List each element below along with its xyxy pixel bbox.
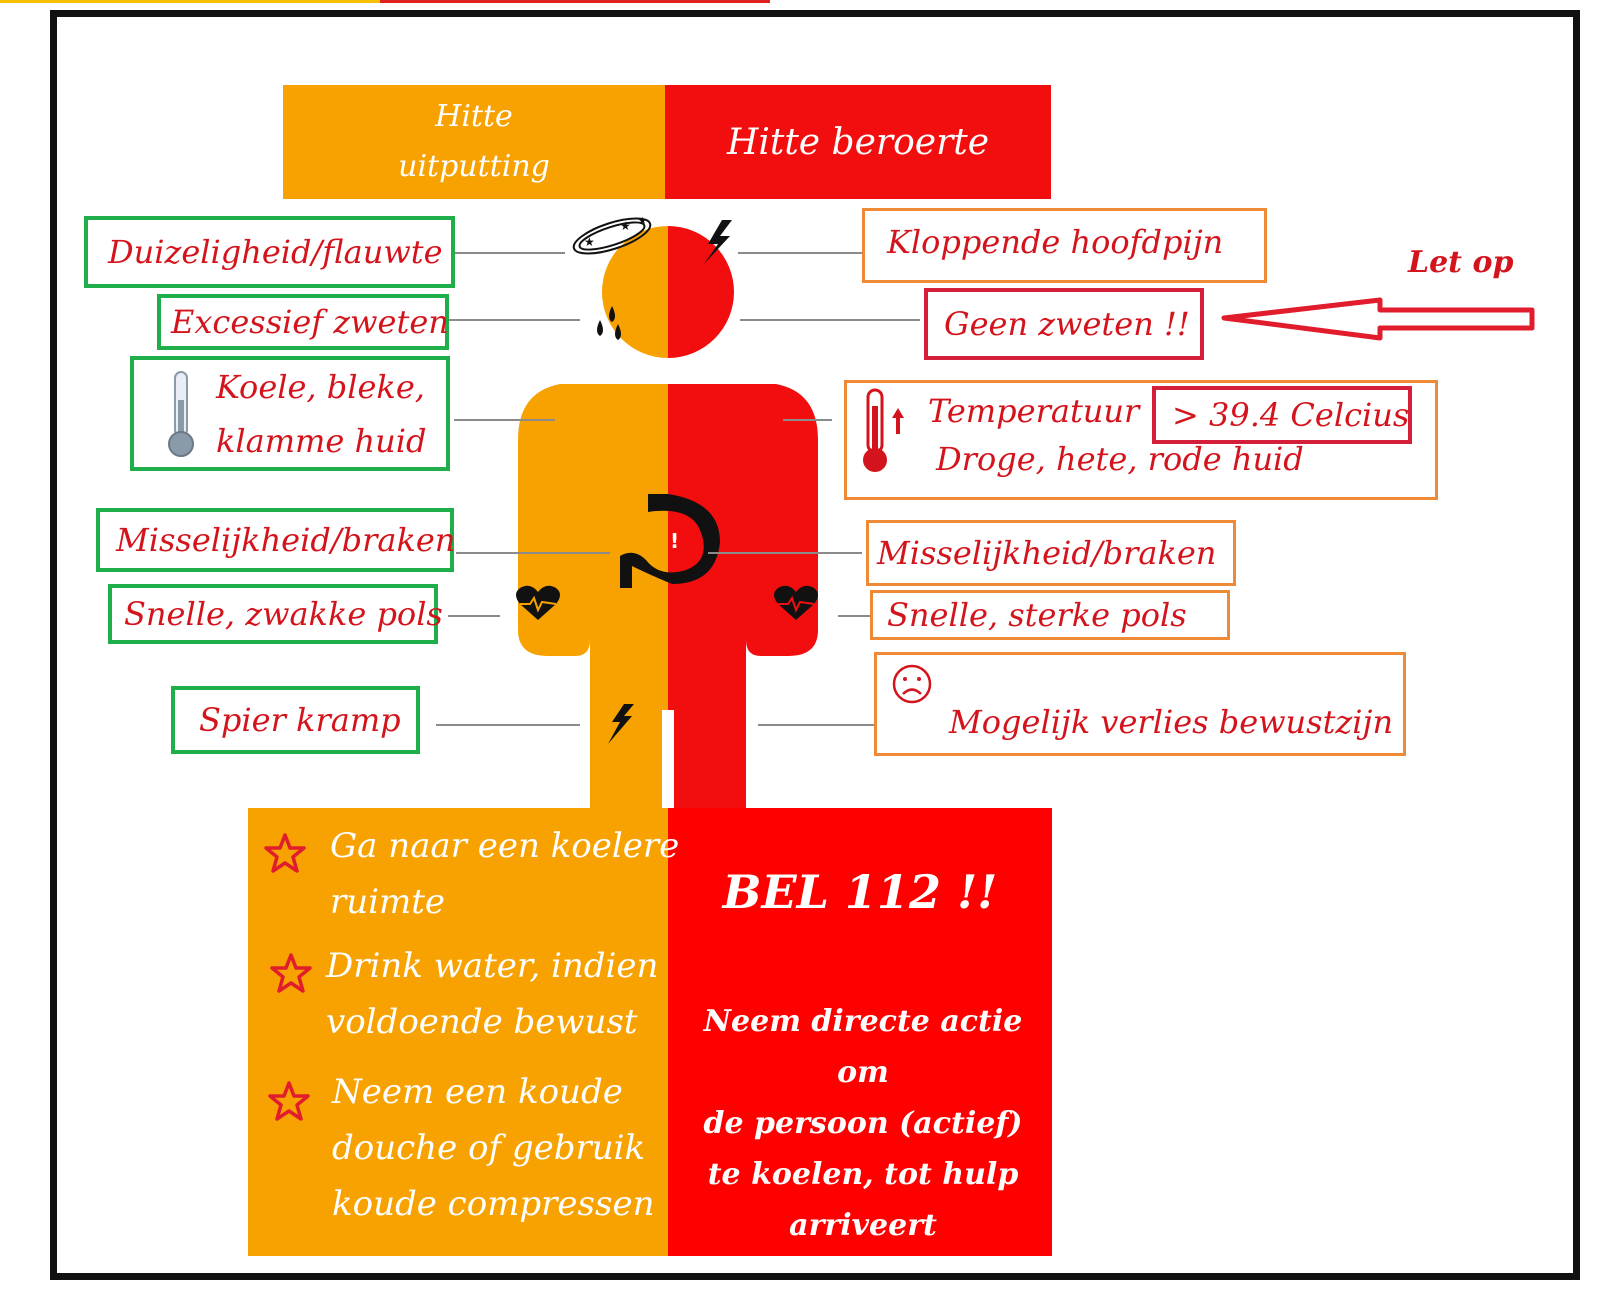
symptom-no-sweating-text: Geen zweten !! bbox=[944, 305, 1190, 343]
symptom-excessive-sweating: Excessief zweten bbox=[157, 294, 449, 350]
symptom-nausea-right: Misselijkheid/braken bbox=[866, 520, 1236, 586]
symptom-weak-pulse: Snelle, zwakke pols bbox=[108, 584, 443, 644]
arrow-icon bbox=[1221, 297, 1535, 341]
symptom-strong-pulse: Snelle, sterke pols bbox=[870, 590, 1230, 640]
symptom-consciousness: Mogelijk verlies bewustzijn bbox=[874, 652, 1406, 756]
heat-stroke-action-line1: Neem directe actie om bbox=[703, 1004, 1023, 1090]
symptom-no-sweating: Geen zweten !! bbox=[924, 288, 1204, 360]
symptom-headache-text: Kloppende hoofdpijn bbox=[887, 223, 1224, 261]
heart-pulse-icon-right bbox=[774, 585, 818, 620]
header-heat-exhaustion: Hitte uitputting bbox=[283, 85, 665, 199]
header-left-line1: Hitte bbox=[435, 99, 513, 134]
symptom-nausea-left: Misselijkheid/braken bbox=[96, 508, 456, 572]
leg-gap bbox=[662, 710, 674, 810]
action-1-line1: Ga naar een koelere bbox=[330, 826, 680, 866]
heat-stroke-action-line4: arriveert bbox=[789, 1208, 937, 1243]
temperature-value: > 39.4 Celcius bbox=[1172, 396, 1410, 434]
temperature-label: Temperatuur bbox=[928, 392, 1140, 430]
symptom-strong-pulse-text: Snelle, sterke pols bbox=[887, 596, 1187, 634]
sweat-drops-icon bbox=[597, 306, 621, 340]
header-left-line2: uitputting bbox=[398, 149, 550, 184]
svg-text:★: ★ bbox=[584, 235, 595, 249]
action-3-line2: douche of gebruik bbox=[332, 1128, 646, 1168]
symptom-skin-line2: klamme huid bbox=[216, 421, 427, 460]
figure-left-half bbox=[518, 226, 668, 808]
heat-stroke-action-line3: te koelen, tot hulp bbox=[707, 1157, 1019, 1192]
action-3-line1: Neem een koude bbox=[332, 1072, 623, 1112]
action-1-line2: ruimte bbox=[330, 882, 446, 922]
header-heat-stroke: Hitte beroerte bbox=[665, 85, 1051, 199]
actions-heat-exhaustion bbox=[248, 808, 668, 1256]
thermometer-icon-right bbox=[863, 388, 904, 472]
actions-heat-stroke bbox=[668, 808, 1052, 1256]
symptom-skin-line1: Koele, bleke, bbox=[216, 367, 425, 406]
symptom-nausea-left-text: Misselijkheid/braken bbox=[116, 521, 456, 559]
heat-stroke-action-line2: de persoon (actief) bbox=[703, 1106, 1023, 1141]
connector-lines bbox=[436, 252, 920, 726]
lightning-leg-icon bbox=[608, 704, 634, 744]
star-icon-1 bbox=[264, 833, 306, 873]
temperature-value-box: > 39.4 Celcius bbox=[1152, 386, 1412, 444]
lightning-icon bbox=[704, 220, 732, 264]
action-3-line3: koude compressen bbox=[332, 1184, 655, 1224]
symptom-headache: Kloppende hoofdpijn bbox=[862, 208, 1267, 283]
stomach-icon: ! bbox=[620, 494, 720, 588]
figure-right-half bbox=[668, 226, 818, 808]
svg-text:★: ★ bbox=[638, 216, 647, 227]
warning-label: Let op bbox=[1408, 245, 1514, 280]
action-2-line1: Drink water, indien bbox=[326, 946, 659, 986]
symptom-excessive-sweating-text: Excessief zweten bbox=[171, 303, 449, 341]
symptom-consciousness-text: Mogelijk verlies bewustzijn bbox=[949, 703, 1394, 741]
svg-text:★: ★ bbox=[620, 219, 631, 233]
symptom-dizziness: Duizeligheid/flauwte bbox=[84, 216, 455, 288]
star-icon-3 bbox=[268, 1081, 310, 1121]
symptom-muscle-cramp-text: Spier kramp bbox=[199, 701, 401, 739]
skin-dry-label: Droge, hete, rode huid bbox=[936, 440, 1304, 478]
top-strip-red bbox=[380, 0, 770, 3]
action-2-line2: voldoende bewust bbox=[326, 1002, 638, 1042]
symptom-weak-pulse-text: Snelle, zwakke pols bbox=[124, 595, 443, 633]
star-icon-2 bbox=[270, 953, 312, 993]
call-112-heading: BEL 112 !! bbox=[722, 865, 998, 919]
symptom-dizziness-text: Duizeligheid/flauwte bbox=[108, 233, 443, 271]
sad-face-icon bbox=[892, 664, 932, 704]
thermometer-icon-left bbox=[168, 371, 194, 457]
symptom-nausea-right-text: Misselijkheid/braken bbox=[877, 534, 1217, 572]
dizzy-icon: ★ ★ ★ bbox=[572, 216, 652, 255]
symptom-muscle-cramp: Spier kramp bbox=[171, 686, 420, 754]
svg-text:!: ! bbox=[670, 529, 679, 553]
heat-stroke-action-text: Neem directe actie om de persoon (actief… bbox=[678, 996, 1048, 1251]
top-strip-yellow bbox=[0, 0, 380, 3]
heart-pulse-icon-left bbox=[516, 585, 560, 620]
